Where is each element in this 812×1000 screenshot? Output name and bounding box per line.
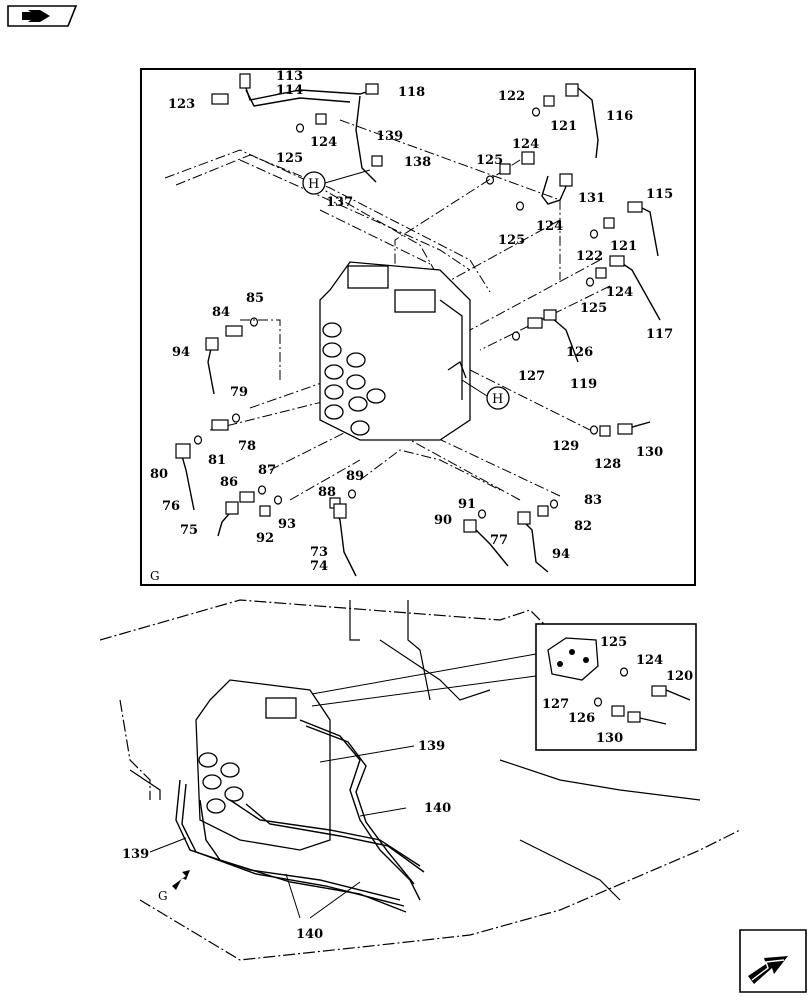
next-page-button[interactable] [738, 928, 808, 994]
callout-label: 129 [552, 439, 579, 454]
callout-label: 81 [208, 453, 226, 468]
detail-marker-letter: H [308, 177, 319, 192]
callout-label: 77 [490, 533, 508, 548]
callout-label: 127 [542, 697, 569, 712]
callout-label: 125 [600, 635, 627, 650]
callout-label: 124 [310, 135, 337, 150]
installed-valve [195, 679, 331, 851]
callout-label: 115 [646, 187, 673, 202]
callout-label: 139 [418, 739, 445, 754]
callout-label: 91 [458, 497, 476, 512]
detail-h-marker [302, 169, 510, 410]
callout-label: 120 [666, 669, 693, 684]
callout-label: 118 [398, 85, 425, 100]
callout-label: 114 [276, 83, 303, 98]
callout-label: 125 [498, 233, 525, 248]
callout-label: 125 [580, 301, 607, 316]
callout-label: 122 [498, 89, 525, 104]
fittings [175, 73, 643, 533]
frame-label: G [150, 569, 160, 583]
callout-label: 90 [434, 513, 452, 528]
callout-label: 78 [238, 439, 256, 454]
callout-label: 126 [568, 711, 595, 726]
callout-label: 93 [278, 517, 296, 532]
callout-label: 123 [168, 97, 195, 112]
callout-label: 124 [512, 137, 539, 152]
callout-label: 127 [518, 369, 545, 384]
callout-label: 140 [296, 927, 323, 942]
view-marker-letter: G [158, 889, 168, 903]
callout-label: 139 [122, 847, 149, 862]
callout-label: 130 [596, 731, 623, 746]
callout-label: 137 [326, 195, 353, 210]
callout-label: 125 [476, 153, 503, 168]
callout-label: 113 [276, 69, 303, 84]
callout-label: 94 [172, 345, 190, 360]
callout-label: 124 [536, 219, 563, 234]
book-arrow-icon [7, 5, 78, 27]
callout-label: 89 [346, 469, 364, 484]
callout-label: 87 [258, 463, 276, 478]
callout-label: 85 [246, 291, 264, 306]
callout-label: 138 [404, 155, 431, 170]
callout-label: 86 [220, 475, 238, 490]
callout-label: 121 [610, 239, 637, 254]
callout-label: 124 [636, 653, 663, 668]
callout-label: 128 [594, 457, 621, 472]
inset-detail [535, 623, 697, 751]
hose-bundle [175, 719, 425, 913]
callout-label: 125 [276, 151, 303, 166]
view-g-arrow [172, 870, 190, 890]
callout-label: 88 [318, 485, 336, 500]
control-valve [319, 261, 471, 441]
callout-label: 121 [550, 119, 577, 134]
callout-label: 94 [552, 547, 570, 562]
previous-page-tab[interactable] [6, 4, 78, 28]
callout-label: 84 [212, 305, 230, 320]
callout-label: 126 [566, 345, 593, 360]
machine-frame [99, 599, 741, 961]
leader-lines-lower [149, 653, 537, 919]
callout-label: 75 [180, 523, 198, 538]
callout-label: 79 [230, 385, 248, 400]
o-rings [193, 107, 599, 519]
callout-label: 74 [310, 559, 328, 574]
callout-label: 122 [576, 249, 603, 264]
callout-label: 76 [162, 499, 180, 514]
callout-label: 80 [150, 467, 168, 482]
callout-label: 117 [646, 327, 673, 342]
upper-callouts: 113 114 123 118 122 116 121 139 124 125 … [150, 69, 673, 574]
callout-label: 92 [256, 531, 274, 546]
detail-marker-letter: H [492, 392, 503, 407]
callout-label: 83 [584, 493, 602, 508]
valve-detail-frame [140, 68, 696, 586]
callout-label: 116 [606, 109, 633, 124]
callout-label: 139 [376, 129, 403, 144]
callout-label: 124 [606, 285, 633, 300]
callout-label: 131 [578, 191, 605, 206]
callout-label: 82 [574, 519, 592, 534]
callout-label: 140 [424, 801, 451, 816]
callout-label: 73 [310, 545, 328, 560]
next-page-arrow-icon [739, 929, 807, 993]
callout-label: 130 [636, 445, 663, 460]
callout-label: 119 [570, 377, 597, 392]
lower-callouts: 125 124 120 127 126 130 139 140 139 140 [122, 635, 693, 942]
